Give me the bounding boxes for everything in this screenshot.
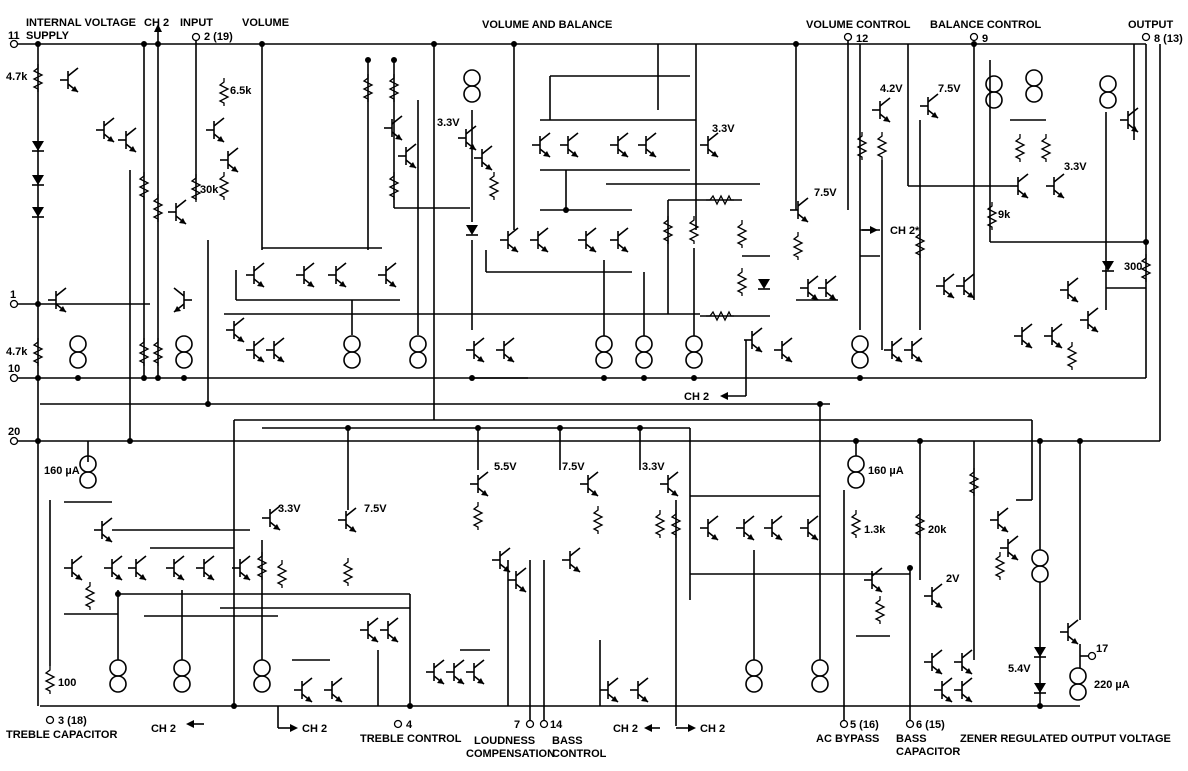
label-compensation: COMPENSATION [466,748,555,760]
label-treble-control: TREBLE CONTROL [360,733,462,745]
label-bass: BASS [552,735,583,747]
pin-label-4: 4 [406,719,413,731]
pin-label-9: 9 [982,33,988,45]
label-volume: VOLUME [242,17,289,29]
label-ch2-b3: CH 2 [613,723,638,735]
power-rails [18,43,1161,707]
label-balance-control: BALANCE CONTROL [930,19,1041,31]
label-ch2-star: CH 2* [890,225,920,237]
label-ch2-b4: CH 2 [700,723,725,735]
label-v-4-2: 4.2V [880,83,903,95]
label-bass-capacitor-2: CAPACITOR [896,746,960,758]
label-r-4-7k-a: 4.7k [6,71,28,83]
label-v-7-5-c: 7.5V [364,503,387,515]
label-supply: SUPPLY [26,30,70,42]
label-i-160ua-a: 160 µA [44,465,80,477]
label-volume-and-balance: VOLUME AND BALANCE [482,19,612,31]
label-zener-output: ZENER REGULATED OUTPUT VOLTAGE [960,733,1171,745]
label-i-220ua: 220 µA [1094,679,1130,691]
label-ch2-mid: CH 2 [684,391,709,403]
schematic-labels: INTERNAL VOLTAGE SUPPLY 11 CH 2 INPUT 2 … [6,17,1183,760]
label-v-7-5-a: 7.5V [938,83,961,95]
label-bass-capacitor-1: BASS [896,733,927,745]
label-v-3-3-e: 3.3V [642,461,665,473]
label-output: OUTPUT [1128,19,1174,31]
pin-label-17: 17 [1096,643,1108,655]
label-ac-bypass: AC BYPASS [816,733,879,745]
label-internal-voltage: INTERNAL VOLTAGE [26,17,136,29]
label-v-2: 2V [946,573,960,585]
pin-label-11: 11 [8,30,20,42]
pin-label-10: 10 [8,363,20,375]
pin-label-14: 14 [550,719,563,731]
label-ch2-top: CH 2 [144,17,169,29]
pin-terminals [9,32,1151,729]
pin-label-treble-capacitor: 3 (18) [58,715,87,727]
pin-label-bass-capacitor: 6 (15) [916,719,945,731]
pin-label-1: 1 [10,289,16,301]
label-r-1-3k: 1.3k [864,524,886,536]
pin-label-input: 2 (19) [204,31,233,43]
label-r-300: 300 [1124,261,1142,273]
label-i-160ua-b: 160 µA [868,465,904,477]
label-r-6-5k: 6.5k [230,85,252,97]
pin-label-12: 12 [856,33,868,45]
junction-dots [35,41,1149,709]
label-r-100: 100 [58,677,76,689]
label-v-3-3-c: 3.3V [1064,161,1087,173]
pin-label-ac-bypass: 5 (16) [850,719,879,731]
pin-label-8: 8 (13) [1154,33,1183,45]
label-volume-control: VOLUME CONTROL [806,19,911,31]
label-v-3-3-a: 3.3V [437,117,460,129]
label-control: CONTROL [552,748,607,760]
label-v-3-3-d: 3.3V [278,503,301,515]
label-v-5-4: 5.4V [1008,663,1031,675]
pin-label-20: 20 [8,426,20,438]
label-r-9k: 9k [998,209,1011,221]
label-v-5-5: 5.5V [494,461,517,473]
bottom-section-circuitry [63,404,1092,726]
label-v-7-5-d: 7.5V [562,461,585,473]
label-ch2-b1: CH 2 [151,723,176,735]
ch2-arrows [154,24,878,732]
label-v-3-3-b: 3.3V [712,123,735,135]
pin-label-7: 7 [514,719,520,731]
label-treble-capacitor: TREBLE CAPACITOR [6,729,117,741]
label-ch2-b2: CH 2 [302,723,327,735]
label-r-30k: 30k [200,184,219,196]
label-loudness: LOUDNESS [474,735,535,747]
top-section-circuitry [31,40,1151,695]
label-input: INPUT [180,17,213,29]
label-r-20k: 20k [928,524,947,536]
label-r-4-7k-b: 4.7k [6,346,28,358]
label-v-7-5-b: 7.5V [814,187,837,199]
